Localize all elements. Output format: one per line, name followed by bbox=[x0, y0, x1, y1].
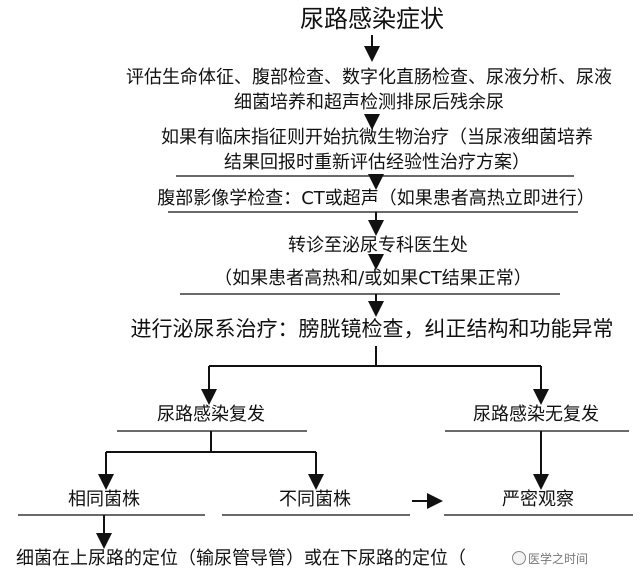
close-observation-node: 严密观察 bbox=[502, 489, 574, 510]
treatment-text-line-1: 如果有临床指征则开始抗微生物治疗（当尿液细菌培养 bbox=[161, 127, 593, 148]
watermark-icon bbox=[512, 551, 526, 565]
no-recurrence-node: 尿路感染无复发 bbox=[473, 404, 599, 425]
referral-condition-text: （如果患者高热和/或如果CT结果正常） bbox=[214, 268, 532, 289]
same-strain-node: 相同菌株 bbox=[68, 489, 140, 510]
localization-text: 细菌在上尿路的定位（输尿管导管）或在下尿路的定位（ bbox=[16, 548, 466, 569]
assessment-text-line-1: 评估生命体征、腹部检查、数字化直肠检查、尿液分析、尿液 bbox=[126, 67, 612, 88]
referral-text: 转诊至泌尿专科医生处 bbox=[288, 235, 468, 256]
urology-treatment-text: 进行泌尿系治疗：膀胱镜检查，纠正结构和功能异常 bbox=[130, 317, 614, 341]
different-strain-node: 不同菌株 bbox=[279, 489, 351, 510]
treatment-text-line-2: 结果回报时重新评估经验性治疗方案） bbox=[224, 152, 530, 173]
recurrence-node: 尿路感染复发 bbox=[157, 404, 265, 425]
assessment-text-line-2: 细菌培养和超声检测排尿后残余尿 bbox=[234, 92, 504, 113]
imaging-text: 腹部影像学检查：CT或超声（如果患者高热立即进行） bbox=[157, 188, 595, 209]
flowchart-title: 尿路感染症状 bbox=[300, 5, 444, 33]
watermark-text: 医学之时间 bbox=[528, 552, 589, 566]
